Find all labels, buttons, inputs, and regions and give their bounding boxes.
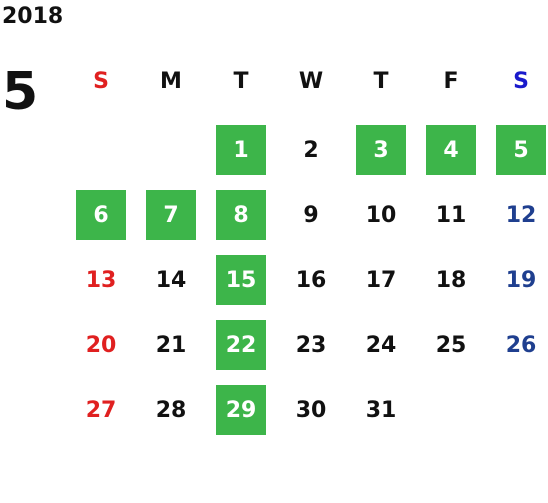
month-label: 5 bbox=[2, 62, 39, 122]
day-cell[interactable]: 7 bbox=[146, 190, 196, 240]
day-cell[interactable]: 31 bbox=[365, 397, 397, 423]
day-cell[interactable]: 10 bbox=[365, 202, 397, 228]
day-cell[interactable]: 17 bbox=[365, 267, 397, 293]
weekday-header: S bbox=[513, 68, 529, 94]
day-cell[interactable]: 3 bbox=[356, 125, 406, 175]
day-cell[interactable]: 5 bbox=[496, 125, 546, 175]
weekday-header: T bbox=[373, 68, 389, 94]
weekday-header: W bbox=[298, 68, 324, 94]
weekday-header: S bbox=[93, 68, 109, 94]
day-cell[interactable]: 27 bbox=[85, 397, 117, 423]
day-cell[interactable]: 23 bbox=[295, 332, 327, 358]
day-cell[interactable]: 11 bbox=[435, 202, 467, 228]
day-cell[interactable]: 19 bbox=[505, 267, 537, 293]
weekday-header: M bbox=[160, 68, 182, 94]
day-cell[interactable]: 6 bbox=[76, 190, 126, 240]
day-cell[interactable]: 13 bbox=[85, 267, 117, 293]
weekday-header: F bbox=[443, 68, 459, 94]
day-cell[interactable]: 12 bbox=[505, 202, 537, 228]
day-cell[interactable]: 21 bbox=[155, 332, 187, 358]
day-cell[interactable]: 28 bbox=[155, 397, 187, 423]
day-cell[interactable]: 8 bbox=[216, 190, 266, 240]
day-cell[interactable]: 1 bbox=[216, 125, 266, 175]
day-cell[interactable]: 16 bbox=[295, 267, 327, 293]
day-cell[interactable]: 15 bbox=[216, 255, 266, 305]
day-cell[interactable]: 4 bbox=[426, 125, 476, 175]
day-cell[interactable]: 22 bbox=[216, 320, 266, 370]
day-cell[interactable]: 30 bbox=[295, 397, 327, 423]
day-cell[interactable]: 24 bbox=[365, 332, 397, 358]
day-cell[interactable]: 20 bbox=[85, 332, 117, 358]
weekday-header: T bbox=[233, 68, 249, 94]
day-cell[interactable]: 18 bbox=[435, 267, 467, 293]
day-cell[interactable]: 29 bbox=[216, 385, 266, 435]
day-cell[interactable]: 14 bbox=[155, 267, 187, 293]
day-cell[interactable]: 25 bbox=[435, 332, 467, 358]
day-cell[interactable]: 9 bbox=[303, 202, 319, 228]
day-cell[interactable]: 2 bbox=[303, 137, 319, 163]
day-cell[interactable]: 26 bbox=[505, 332, 537, 358]
year-label: 2018 bbox=[2, 4, 64, 29]
